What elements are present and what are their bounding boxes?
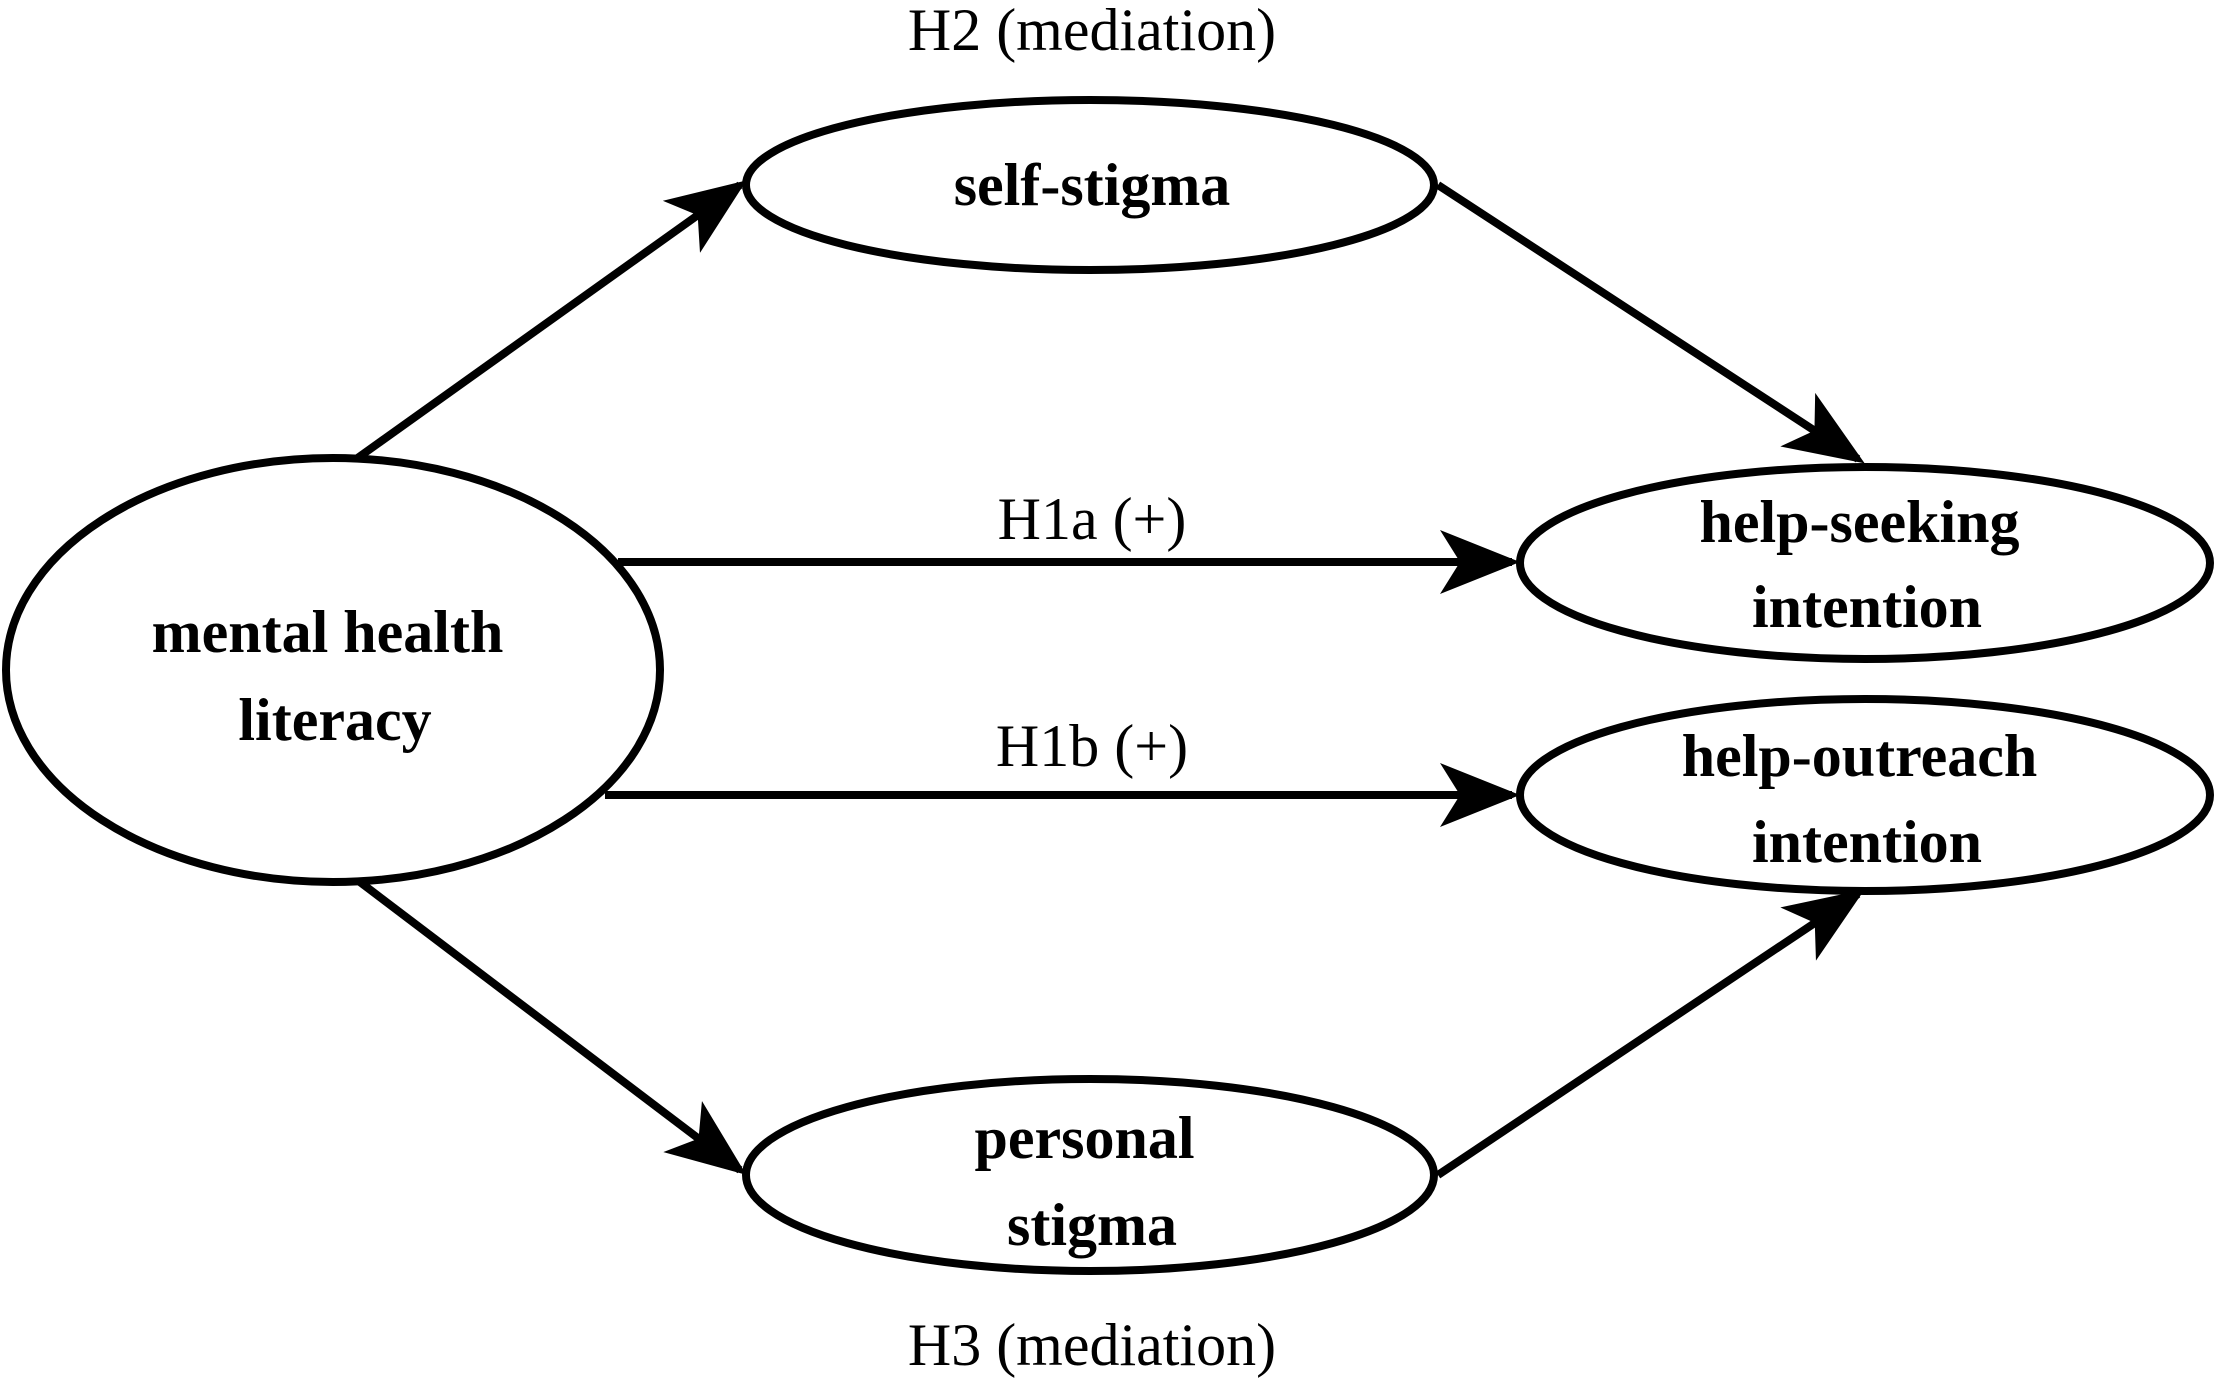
node-help-outreach-intention: help-outreach intention	[1516, 695, 2214, 895]
node-help-seeking-intention-ellipse	[1516, 463, 2214, 663]
node-personal-stigma: personal stigma	[742, 1075, 1438, 1275]
node-self-stigma-ellipse	[742, 96, 1438, 274]
node-label: personal stigma	[974, 1105, 1209, 1258]
node-help-seeking-intention: help-seeking intention	[1516, 463, 2214, 663]
node-label: help-outreach intention	[1682, 723, 2053, 875]
node-label-line: intention	[1752, 574, 1982, 640]
arrow-personal-stigma-to-help-outreach	[1435, 889, 1865, 1179]
arrow-mhl-to-self-stigma	[349, 180, 747, 466]
node-mental-health-literacy: mental health literacy	[2, 454, 664, 886]
node-label: help-seeking intention	[1699, 489, 2034, 640]
node-label-line: intention	[1752, 809, 1982, 875]
edge-label-h3: H3 (mediation)	[908, 1312, 1276, 1378]
node-self-stigma: self-stigma	[742, 96, 1438, 274]
node-label: mental health literacy	[152, 599, 519, 753]
node-label-line: personal	[974, 1105, 1194, 1171]
node-personal-stigma-ellipse	[742, 1075, 1438, 1275]
node-label-line: literacy	[238, 687, 431, 753]
node-label-line: mental health	[152, 599, 504, 665]
node-mental-health-literacy-ellipse	[2, 454, 664, 886]
edge-label-h1a: H1a (+)	[998, 486, 1187, 552]
edge-label-h2: H2 (mediation)	[908, 0, 1276, 63]
node-label-line: stigma	[1007, 1192, 1177, 1258]
arrow-mhl-to-personal-stigma	[349, 872, 747, 1175]
node-label-line: self-stigma	[954, 152, 1231, 218]
node-label-line: help-outreach	[1682, 723, 2038, 789]
arrow-self-stigma-to-help-seeking	[1435, 181, 1865, 464]
edge-label-h1b: H1b (+)	[996, 713, 1188, 779]
node-label: self-stigma	[954, 152, 1231, 218]
node-label-line: help-seeking	[1699, 489, 2019, 555]
node-help-outreach-intention-ellipse	[1516, 695, 2214, 895]
